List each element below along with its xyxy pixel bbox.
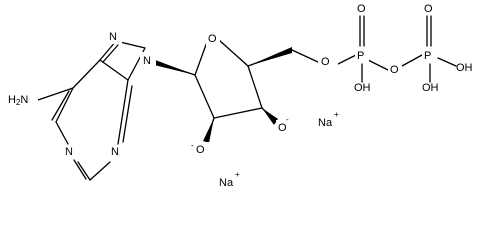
atom-n7: N <box>109 31 117 43</box>
atom-pa-oh: OH <box>354 82 371 94</box>
wedge-bonds <box>150 47 292 143</box>
atom-pb-oh-bottom: OH <box>422 82 439 94</box>
structure-canvas: N N N N H2N O O O P OH O O P OH OH O - O… <box>6 3 473 189</box>
molecule-diagram: N N N N H2N O O O P OH O O P OH OH O - O… <box>6 3 473 189</box>
atom-p-alpha: P <box>357 50 364 62</box>
charge-o2: - <box>191 141 194 150</box>
sodium-ion-1: Na <box>318 117 333 129</box>
atom-ring-oxygen: O <box>208 33 217 45</box>
atom-n1: N <box>65 146 73 158</box>
sodium-ion-2: Na <box>219 177 234 189</box>
atom-pb-oxo: O <box>424 3 433 15</box>
bonds <box>37 15 457 181</box>
atom-o5: O <box>321 56 330 68</box>
atom-bridge-oxygen: O <box>390 64 399 76</box>
atom-n3: N <box>111 146 119 158</box>
atom-nh2: H2N <box>8 94 28 107</box>
wedge-c1-n9 <box>150 58 195 75</box>
atom-p-beta: P <box>424 50 431 62</box>
wedge-c3-o3 <box>262 108 278 125</box>
atom-pb-oh-right: OH <box>456 62 473 74</box>
charge-na1: + <box>334 110 339 119</box>
charge-na2: + <box>235 170 240 179</box>
wedge-c2-o2 <box>203 118 214 143</box>
atom-pa-oxo: O <box>357 3 366 15</box>
atom-o3: O <box>278 122 287 134</box>
atom-n9: N <box>143 55 151 67</box>
atom-labels: N N N N H2N O O O P OH O O P OH OH O - O… <box>6 3 473 189</box>
charge-o3: - <box>286 115 289 124</box>
atom-o2: O <box>196 144 205 156</box>
wedge-c4-c5 <box>248 47 292 66</box>
